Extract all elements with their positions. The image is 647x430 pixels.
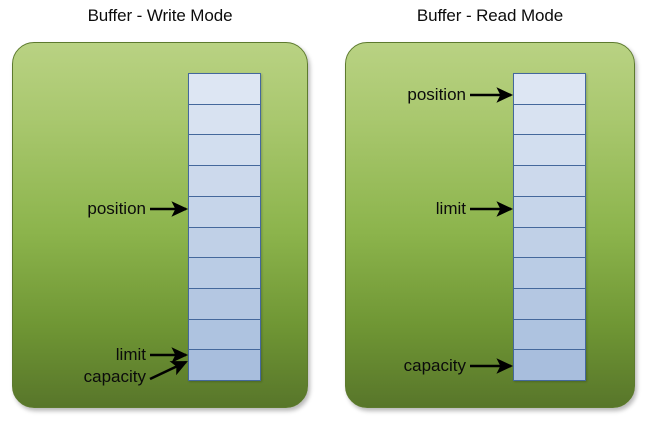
annotation-label-capacity-write: capacity (83, 367, 146, 386)
panel-title-read-mode: Buffer - Read Mode (416, 6, 564, 25)
buffer-cell (514, 74, 585, 105)
buffer-cell (189, 104, 260, 136)
buffer-cell (514, 227, 585, 259)
annotation-label-limit-write: limit (115, 345, 146, 364)
annotation-label-position-read: position (407, 85, 466, 104)
buffer-cell (189, 166, 260, 197)
buffer-cell (189, 74, 260, 105)
buffer-cell (189, 227, 260, 259)
buffer-cell (189, 258, 260, 289)
panel-title-write-mode: Buffer - Write Mode (87, 6, 233, 25)
annotation-label-limit-read: limit (435, 199, 466, 218)
buffer-cell (189, 135, 260, 167)
buffer-cell (514, 166, 585, 197)
buffer-cell (514, 196, 585, 228)
buffer-cell (514, 319, 585, 351)
buffer-column-read-mode (513, 73, 586, 381)
buffer-cell (514, 135, 585, 167)
buffer-cell (514, 350, 585, 381)
buffer-cell (189, 319, 260, 351)
buffer-cell (189, 350, 260, 381)
buffer-column-write-mode (188, 73, 261, 381)
annotation-label-capacity-read: capacity (403, 356, 466, 375)
annotation-label-position-write: position (87, 199, 146, 218)
buffer-cell (514, 104, 585, 136)
buffer-cell (189, 288, 260, 320)
buffer-panel-read-mode (345, 42, 635, 408)
buffer-cell (514, 258, 585, 289)
buffer-cell (189, 196, 260, 228)
buffer-cell (514, 288, 585, 320)
